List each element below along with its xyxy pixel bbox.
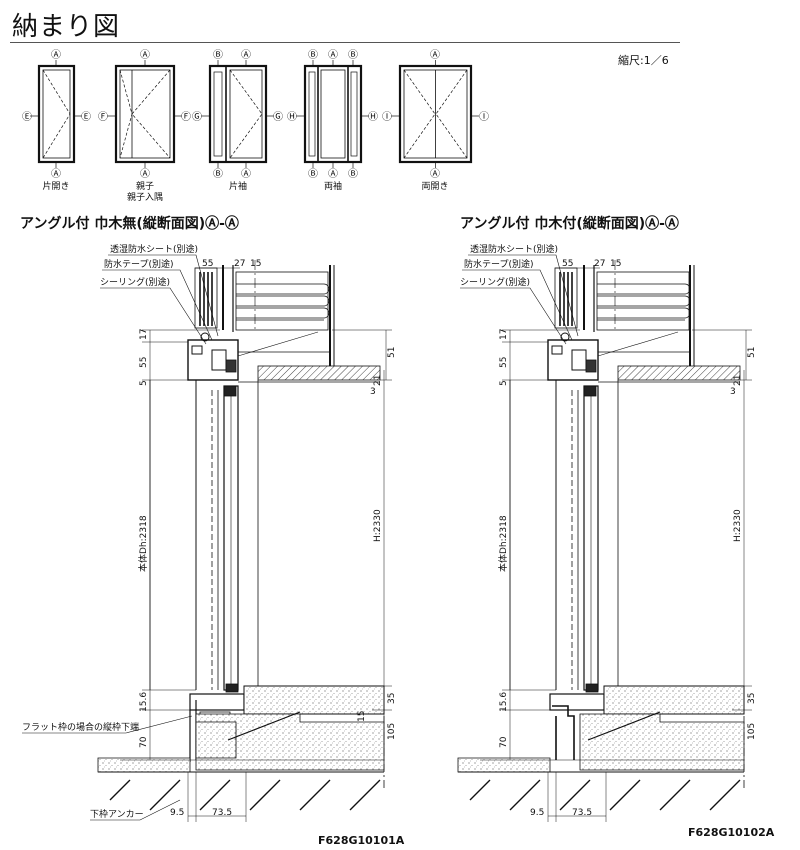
dim-27: 27 <box>594 259 605 269</box>
dim-95: 9.5 <box>170 808 184 818</box>
dim-55v: 55 <box>499 357 509 368</box>
dim-51: 51 <box>387 347 397 358</box>
label-flat: フラット枠の場合の縦枠下端 <box>22 721 139 733</box>
dim-dh: 本体Dh:2318 <box>497 515 509 572</box>
dim-5: 5 <box>499 380 509 386</box>
elevation-marker: Ⓐ <box>51 168 61 180</box>
dim-3: 3 <box>730 387 736 397</box>
dim-105: 105 <box>747 723 757 740</box>
dim-70: 70 <box>139 736 149 748</box>
dim-70: 70 <box>499 736 509 748</box>
label-seal: シーリング(別途) <box>460 276 530 288</box>
title-divider <box>10 42 680 43</box>
elevation-marker: Ⓗ <box>368 111 378 123</box>
dim-735: 73.5 <box>572 808 592 818</box>
dim-156: 15.6 <box>499 692 509 712</box>
elevation-marker: Ⓗ <box>287 111 297 123</box>
dim-55: 55 <box>562 259 573 269</box>
dim-51: 51 <box>747 347 757 358</box>
dim-735: 73.5 <box>212 808 232 818</box>
label-tape: 防水テープ(別途) <box>104 258 173 270</box>
page-title: 納まり図 <box>12 12 121 42</box>
elevation-marker: Ⓕ <box>98 111 108 123</box>
dim-17: 17 <box>139 329 149 340</box>
dim-21: 21 <box>373 375 383 386</box>
dim-17: 17 <box>499 329 509 340</box>
label-anchor: 下枠アンカー <box>90 808 144 820</box>
dim-27: 27 <box>234 259 245 269</box>
dim-3: 3 <box>370 387 376 397</box>
elevation-marker: Ⓐ <box>140 49 150 61</box>
elevation-marker: Ⓐ <box>328 49 338 61</box>
dim-21: 21 <box>733 375 743 386</box>
elevation-ryobiraki <box>391 60 479 168</box>
elevation-marker: Ⓑ <box>213 49 223 61</box>
elevation-marker: Ⓐ <box>51 49 61 61</box>
drawing-code-left: F628G10101A <box>318 834 405 847</box>
dim-95: 9.5 <box>530 808 544 818</box>
elevation-oyako <box>107 60 182 168</box>
dim-H: H:2330 <box>373 509 383 542</box>
label-sheet: 透湿防水シート(別途) <box>470 243 558 255</box>
elevation-marker: Ⓑ <box>348 168 358 180</box>
dim-55: 55 <box>202 259 213 269</box>
dim-15: 15 <box>250 259 261 269</box>
dim-5: 5 <box>139 380 149 386</box>
dim-15b: 15 <box>357 711 367 722</box>
dim-15: 15 <box>610 259 621 269</box>
elevation-marker: Ⓑ <box>308 168 318 180</box>
dim-dh: 本体Dh:2318 <box>137 515 149 572</box>
scale-label: 縮尺:1／6 <box>618 54 669 67</box>
elevation-marker: Ⓑ <box>308 49 318 61</box>
elevation-caption: 両袖 <box>324 180 342 192</box>
elevation-marker: Ⓑ <box>348 49 358 61</box>
elevation-marker: Ⓑ <box>213 168 223 180</box>
section-left <box>22 254 392 822</box>
elevation-ryosode <box>296 60 369 168</box>
section-right <box>457 254 752 822</box>
elevation-katasode <box>201 60 274 168</box>
section-title-right: アングル付 巾木付(縦断面図)Ⓐ-Ⓐ <box>460 216 679 232</box>
elevation-caption: 片開き <box>42 180 69 192</box>
elevation-marker: Ⓔ <box>22 111 32 123</box>
elevation-caption: 親子入隅 <box>127 191 163 203</box>
elevation-marker: Ⓘ <box>382 111 392 123</box>
elevation-marker: Ⓐ <box>430 168 440 180</box>
elevation-marker: Ⓔ <box>81 111 91 123</box>
label-tape: 防水テープ(別途) <box>464 258 533 270</box>
elevation-marker: Ⓖ <box>192 111 202 123</box>
elevation-marker: Ⓘ <box>479 111 489 123</box>
elevation-marker: Ⓕ <box>181 111 191 123</box>
elevation-marker: Ⓖ <box>273 111 283 123</box>
elevation-marker: Ⓐ <box>328 168 338 180</box>
elevation-marker: Ⓐ <box>241 49 251 61</box>
dim-H: H:2330 <box>733 509 743 542</box>
dim-35: 35 <box>747 693 757 704</box>
elevation-marker: Ⓐ <box>140 168 150 180</box>
elevation-marker: Ⓐ <box>430 49 440 61</box>
section-title-left: アングル付 巾木無(縦断面図)Ⓐ-Ⓐ <box>20 216 239 232</box>
dim-105: 105 <box>387 723 397 740</box>
drawing-code-right: F628G10102A <box>688 826 775 839</box>
elevation-caption: 親子 <box>136 180 154 192</box>
label-seal: シーリング(別途) <box>100 276 170 288</box>
label-sheet: 透湿防水シート(別途) <box>110 243 198 255</box>
elevation-caption: 両開き <box>421 181 448 192</box>
elevation-marker: Ⓐ <box>241 168 251 180</box>
dim-35: 35 <box>387 693 397 704</box>
elevation-katabiraki <box>30 60 82 168</box>
dim-55v: 55 <box>139 357 149 368</box>
dim-156: 15.6 <box>139 692 149 712</box>
elevation-caption: 片袖 <box>229 180 247 192</box>
